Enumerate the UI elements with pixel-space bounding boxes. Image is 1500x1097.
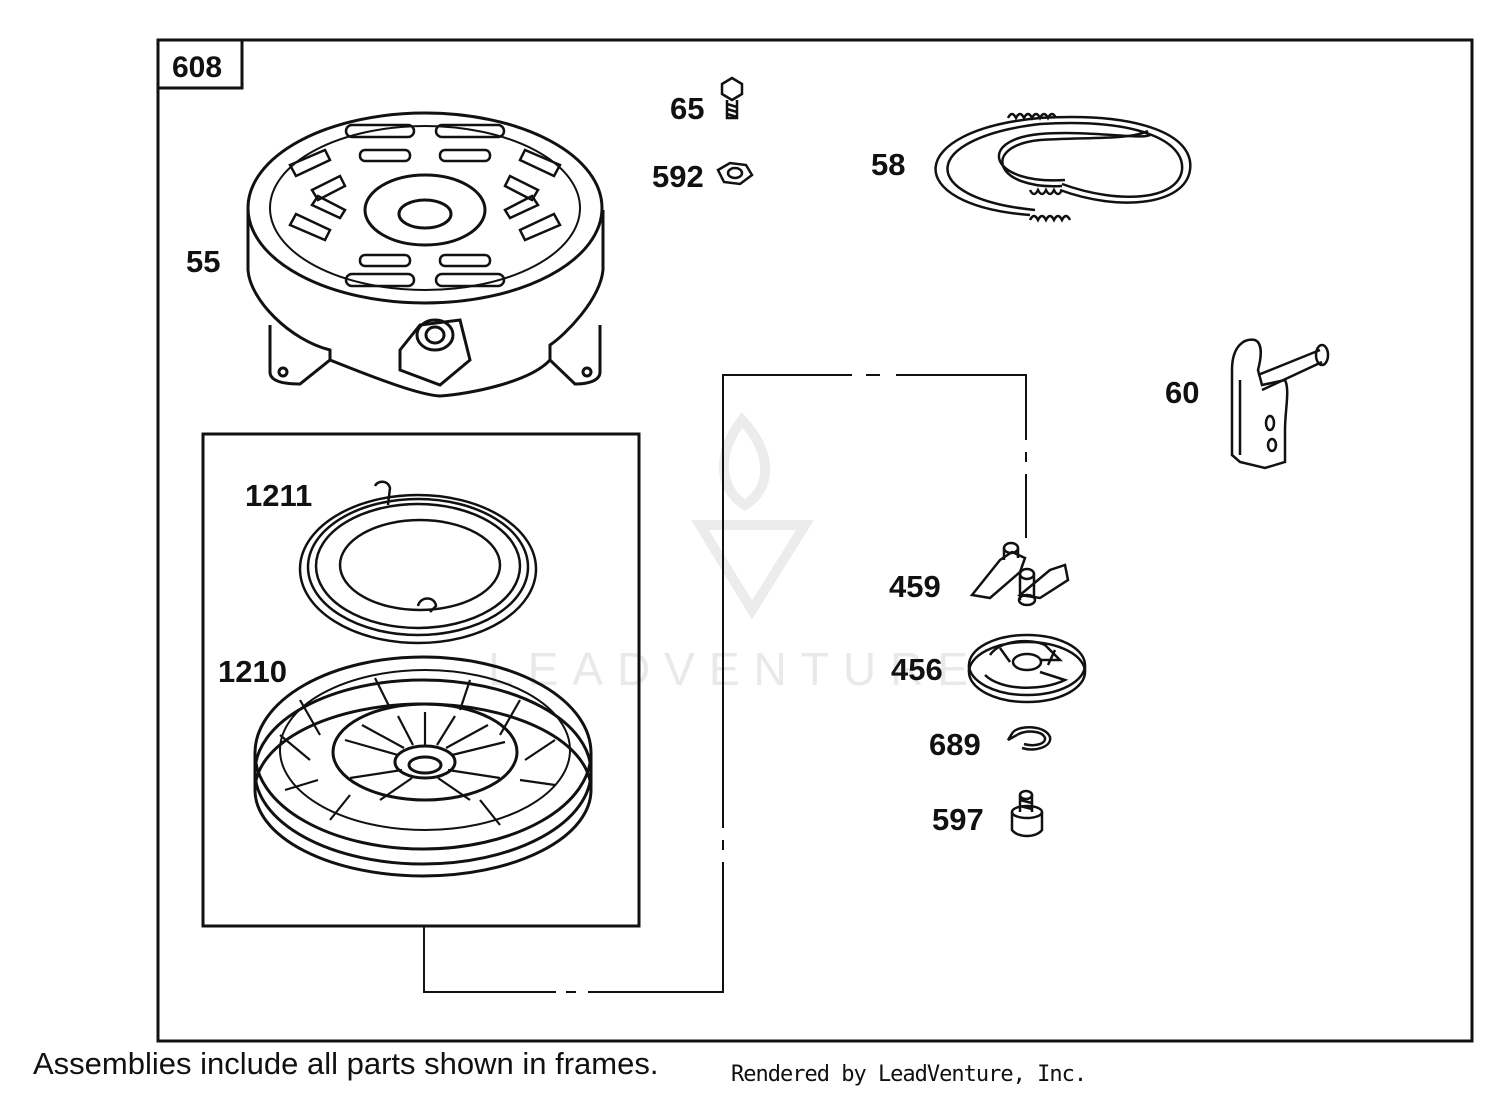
callout-1210: 1210 bbox=[218, 654, 287, 689]
frame-id-box bbox=[156, 38, 244, 90]
watermark-text: LEADVENTURE bbox=[488, 643, 982, 695]
callout-1211: 1211 bbox=[245, 478, 312, 513]
leadventure-watermark-logo bbox=[691, 412, 815, 620]
callout-60: 60 bbox=[1165, 375, 1199, 410]
assembly-frame bbox=[201, 432, 641, 928]
callout-689: 689 bbox=[929, 727, 981, 762]
assembly-leader-lines bbox=[423, 374, 1027, 993]
callout-592: 592 bbox=[652, 159, 704, 194]
bolt-part bbox=[720, 76, 744, 120]
screw-part bbox=[1010, 789, 1044, 838]
callout-459: 459 bbox=[889, 569, 941, 604]
retainer-part bbox=[967, 633, 1087, 704]
starter-dog-part bbox=[969, 541, 1070, 607]
callout-456: 456 bbox=[891, 652, 943, 687]
callout-58: 58 bbox=[871, 147, 905, 182]
outer-frame bbox=[156, 38, 1474, 1043]
starter-rope-part bbox=[934, 112, 1192, 223]
starter-handle-part bbox=[1230, 338, 1330, 470]
blower-housing-part bbox=[246, 111, 605, 398]
callout-65: 65 bbox=[670, 91, 704, 126]
nut-part bbox=[716, 161, 754, 186]
callout-55: 55 bbox=[186, 244, 220, 279]
rewind-spring-part bbox=[298, 480, 538, 645]
render-credit: Rendered by LeadVenture, Inc. bbox=[731, 1062, 1087, 1087]
retaining-ring-part bbox=[1006, 726, 1052, 751]
pulley-part bbox=[253, 655, 593, 878]
callout-597: 597 bbox=[932, 802, 984, 837]
assemblies-footnote: Assemblies include all parts shown in fr… bbox=[33, 1046, 659, 1081]
frame-id-label: 608 bbox=[172, 51, 222, 84]
